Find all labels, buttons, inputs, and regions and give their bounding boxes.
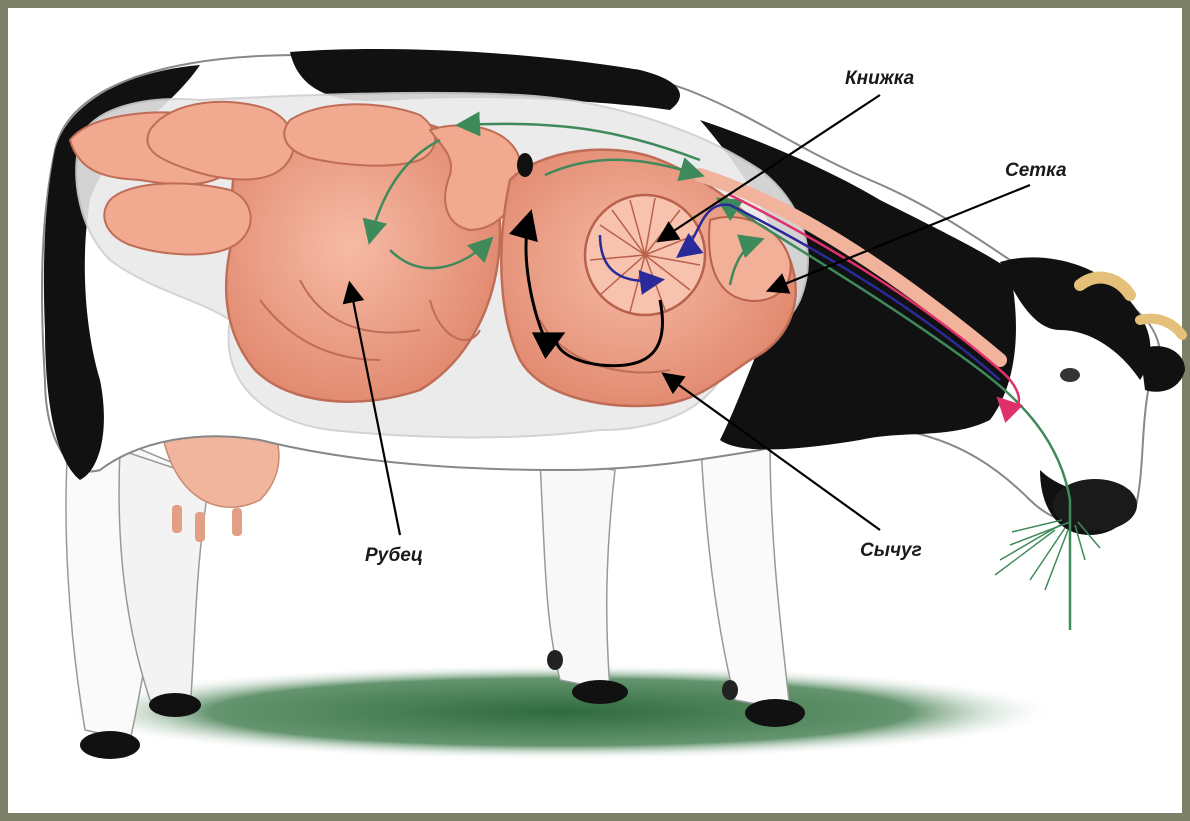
label-rubets: Рубец bbox=[365, 545, 423, 567]
label-knizhka: Книжка bbox=[845, 68, 914, 90]
grass bbox=[995, 520, 1100, 590]
label-setka: Сетка bbox=[1005, 160, 1067, 182]
label-sychug: Сычуг bbox=[860, 540, 922, 562]
